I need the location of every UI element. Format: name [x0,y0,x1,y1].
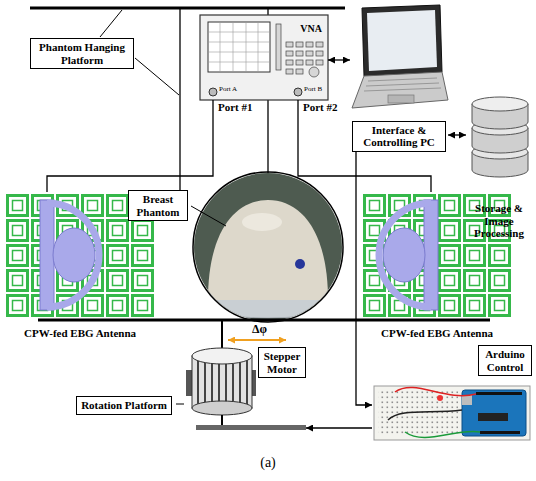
device-label: CPW-fed EBG Antenna [381,327,493,340]
connector [328,59,350,60]
breast-phantom-photo [190,170,350,330]
stepper-motor: Stepper Motor [180,335,306,436]
port-label: Port A [219,86,237,93]
device-label: VNA [300,23,322,35]
database-picture [472,97,528,177]
arduino-picture [374,386,530,440]
device-label: Arduino Control [478,345,532,376]
callout-text: Breast Phantom [133,193,183,218]
port-label: Port #1 [218,102,253,113]
device-label: Stepper Motor [258,347,306,378]
connector [47,100,213,192]
connector [306,427,372,428]
storage-database: Storage & Image Processing [466,95,532,240]
callout-box: Breast Phantom [128,190,188,221]
arduino-board: Arduino Control [372,345,532,442]
ebg-antenna: CPW-fed EBG Antenna [5,192,155,340]
port-label: Port #2 [303,102,338,113]
device-label: CPW-fed EBG Antenna [24,327,136,340]
callout-box: Phantom Hanging Platform [30,38,134,69]
connector [356,152,372,405]
callout-text: Phantom Hanging Platform [35,41,129,66]
angle-label: Δφ [252,323,267,335]
callout-text: Rotation Platform [81,399,167,412]
port-label: Port B [304,86,322,93]
callout-box: Rotation Platform [76,396,172,415]
device-label: Interface & Controlling PC [352,121,446,152]
motor-picture [176,340,306,430]
laptop-picture [352,5,448,108]
connector [448,134,466,135]
vna-picture [200,15,328,100]
control-pc: Interface & Controlling PC [350,5,448,152]
ebg-antenna: CPW-fed EBG Antenna [362,192,512,340]
figure-caption: (a) [0,455,536,470]
device-label: Storage & Image Processing [466,202,532,240]
